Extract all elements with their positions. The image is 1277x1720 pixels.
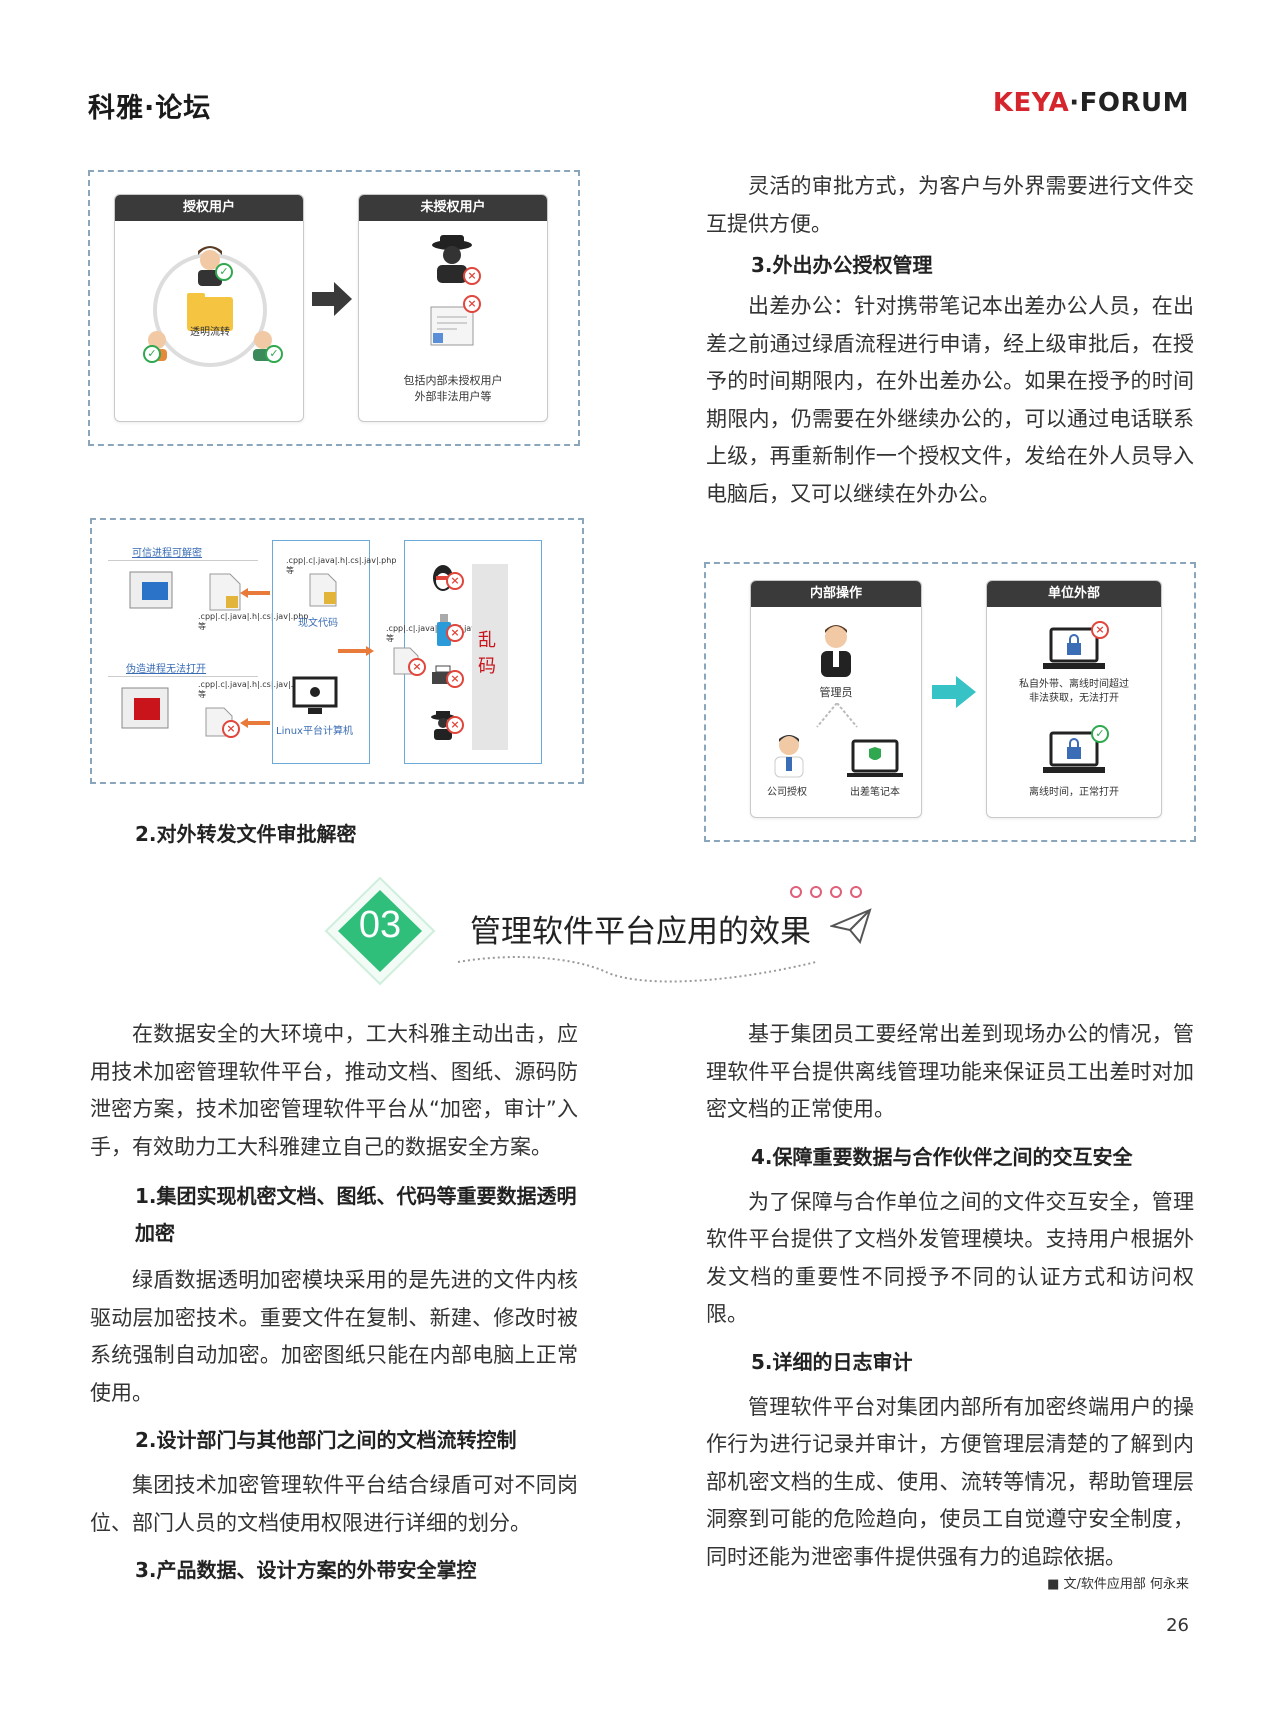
brand-forum: ·FORUM [1069,88,1189,118]
paragraph-partner-security: 为了保障与合作单位之间的文件交互安全，管理软件平台提供了文档外发管理模块。支持用… [706,1189,1194,1327]
divider [108,676,258,677]
paragraph-intro: 在数据安全的大环境中，工大科雅主动出击，应用技术加密管理软件平台，推动文档、图纸… [90,1022,578,1159]
heading-log-audit: 5.详细的日志审计 [751,1349,913,1374]
heading-transparent-encryption: 1.集团实现机密文档、图纸、代码等重要数据透明加密 [135,1184,577,1245]
x-icon: × [446,670,464,688]
file-ext-text: .cpp|.c|.java|.h|.cs|.jav|.php等 [198,612,309,631]
external-caption-2: 非法获取，无法打开 [1029,693,1119,704]
file-ext-text: .cpp|.c|.java|.h|.cs|.jav|.php等 [386,624,497,643]
admin-icon [821,625,851,677]
page-number: 26 [1166,1615,1189,1636]
locked-file-icon [209,573,241,611]
card-authorized-title: 授权用户 [115,195,303,221]
spy-icon [432,235,472,283]
locked-laptop-icon [1043,627,1105,669]
file-ext-text: .cpp|.c|.java|.h|.cs|.jav|.php等 [198,680,309,699]
paragraph-remote-auth: 出差办公：针对携带笔记本出差办公人员，在出差之前通过绿盾流程进行申请，经上级审批… [706,294,1194,506]
branch-arrows-icon [816,703,858,728]
x-icon: × [1091,621,1109,639]
laptop-label: 出差笔记本 [850,787,900,798]
linux-label: Linux平台计算机 [276,726,353,737]
company-person-icon [774,735,804,778]
garble-text: 乱码 [478,630,496,677]
figure-process-decrypt: 可信进程可解密 .cpp|.c|.java|.h|.cs|.jav|.php等 … [90,518,584,784]
folder-label: 透明流转 [190,327,230,338]
decorative-circles-icon [790,886,862,898]
file-ext-text: .cpp|.c|.java|.h|.cs|.jav|.php等 [286,556,397,575]
x-icon: × [446,624,464,642]
card-internal-title: 内部操作 [751,581,921,607]
check-icon: ✓ [143,345,161,363]
arrow-left-icon [240,588,270,598]
card-unauthorized-title: 未授权用户 [359,195,547,221]
paragraph-log-audit: 管理软件平台对集团内部所有加密终端用户的操作行为进行记录并审计，方便管理层清楚的… [706,1394,1194,1569]
external-caption-3: 离线时间，正常打开 [1029,787,1119,798]
red-monitor-icon [121,687,169,729]
x-icon: × [463,267,481,285]
check-icon: ✓ [215,263,233,281]
external-caption-1: 私自外带、离线时间超过 [1019,679,1129,690]
paragraph-document-flow: 集团技术加密管理软件平台结合绿盾可对不同岗位、部门人员的文档使用权限进行详细的划… [90,1473,578,1535]
arrow-left-icon [240,718,270,728]
card-unauthorized: 未授权用户 × × 包括内部未授权用户 外部非法用户等 [358,194,548,422]
heading-document-flow: 2.设计部门与其他部门之间的文档流转控制 [135,1428,517,1452]
unauth-caption-2: 外部非法用户等 [414,390,492,403]
author-credit: ■ 文/软件应用部 何永来 [1047,1577,1189,1592]
arrow-right-icon [338,646,374,656]
divider [108,560,258,561]
check-icon: ✓ [265,345,283,363]
magazine-brand: KEYA·FORUM [993,88,1189,118]
transfer-cycle-icon [147,246,273,367]
arrow-right-icon [932,676,976,708]
dotted-swoosh [457,956,817,983]
x-icon: × [222,720,240,738]
unauth-caption-1: 包括内部未授权用户 [403,374,503,387]
x-icon: × [446,716,464,734]
source-label: 现文代码 [298,618,338,629]
section-title: 管理软件平台应用的效果 [470,914,811,950]
paper-plane-icon [830,908,872,944]
locked-file-icon [309,573,337,607]
figure-authorization: 授权用户 ✓ ✓ ✓ 透明流转 未授权用户 × [88,170,580,446]
x-icon: × [446,572,464,590]
laptop-icon [847,739,903,777]
check-icon: ✓ [1091,725,1109,743]
locked-laptop-icon [1043,731,1105,773]
brand-keya: KEYA [992,88,1070,118]
section-badge-icon [324,876,436,986]
card-external-title: 单位外部 [987,581,1161,607]
monitor-icon [129,571,173,609]
fake-process-link: 伪造进程无法打开 [126,664,206,675]
paragraph-flexible-approval: 灵活的审批方式，为客户与外界需要进行文件交互提供方便。 [706,174,1194,236]
document-icon [430,306,474,346]
company-label: 公司授权 [767,787,807,798]
x-icon: × [408,658,426,676]
card-internal: 内部操作 管理员 公司授权 出差笔记本 [750,580,922,818]
heading-data-outbound: 3.产品数据、设计方案的外带安全掌控 [135,1558,477,1582]
heading-partner-security: 4.保障重要数据与合作伙伴之间的交互安全 [751,1144,1133,1169]
arrow-right-icon [312,282,352,316]
admin-label: 管理员 [819,686,853,699]
card-external: 单位外部 × 私自外带、离线时间超过 非法获取，无法打开 ✓ 离线时间，正常打开 [986,580,1162,818]
paragraph-offline-management: 基于集团员工要经常出差到现场办公的情况，管理软件平台提供离线管理功能来保证员工出… [706,1022,1194,1121]
card-authorized: 授权用户 ✓ ✓ ✓ 透明流转 [114,194,304,422]
x-icon: × [463,295,481,313]
section-number: 03 [358,904,402,946]
trusted-process-link: 可信进程可解密 [132,548,202,559]
linux-computer-icon [292,676,338,714]
heading-forward-approval: 2.对外转发文件审批解密 [135,822,357,846]
paragraph-transparent-encryption: 绿盾数据透明加密模块采用的是先进的文件内核驱动层加密技术。重要文件在复制、新建、… [90,1268,578,1405]
heading-remote-auth: 3.外出办公授权管理 [751,253,933,277]
garble-band [472,564,508,750]
magazine-title: 科雅·论坛 [88,93,212,124]
figure-offline-auth: 内部操作 管理员 公司授权 出差笔记本 单位外部 × 私自外带、离线时间超过 非… [704,562,1196,842]
